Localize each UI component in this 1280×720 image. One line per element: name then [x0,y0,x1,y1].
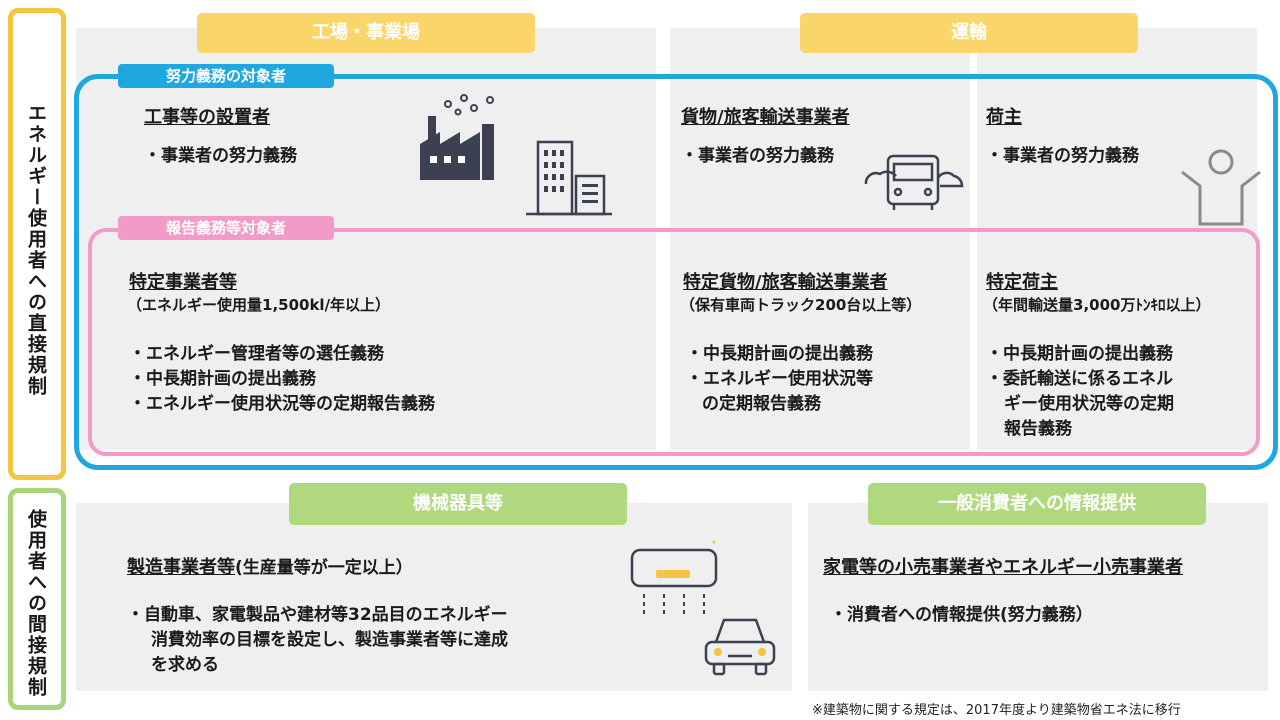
report-obligation-tag: 報告義務等対象者 [118,216,334,240]
person-icon [1181,149,1261,226]
shipper-report-bullet-1: ・中長期計画の提出義務 [986,344,1173,364]
carrier-effort-title: 貨物/旅客輸送事業者 [681,107,850,128]
factory-icon [420,94,494,180]
carrier-report-sub: （保有車両トラック200台以上等） [680,296,922,314]
effort-obligation-tag: 努力義務の対象者 [118,64,334,88]
header-equipment: 機械器具等 [289,483,627,525]
direct-regulation-panel: エネルギー使用者への直接規制 [8,8,66,480]
factory-report-bullet-1: ・エネルギー管理者等の選任義務 [129,344,384,364]
shipper-effort-bullet: ・事業者の努力義務 [986,146,1139,166]
equipment-bullet-3: を求める [151,655,219,675]
header-transport: 運輸 [800,13,1138,53]
consumer-bullet: ・消費者への情報提供(努力義務） [830,605,1093,625]
truck-icon [864,154,964,210]
shipper-effort-title: 荷主 [986,107,1022,128]
factory-report-sub: （エネルギー使用量1,500kl/年以上） [127,296,391,314]
effort-obligation-box [74,74,1278,470]
factory-report-bullet-3: ・エネルギー使用状況等の定期報告義務 [129,394,435,414]
shipper-report-sub: （年間輸送量3,000万ﾄﾝｷﾛ以上） [983,296,1211,314]
factory-report-bullet-2: ・中長期計画の提出義務 [129,369,316,389]
equipment-title: 製造事業者等 [127,557,235,578]
header-consumer-info: 一般消費者への情報提供 [868,483,1206,525]
carrier-report-title: 特定貨物/旅客輸送事業者 [683,272,888,293]
building-icon [526,140,612,216]
equipment-bullet-2: 消費効率の目標を設定し、製造事業者等に達成 [151,630,508,650]
indirect-regulation-label: 使用者への間接規制 [25,509,47,698]
equipment-panel [76,503,792,691]
shipper-report-title: 特定荷主 [986,272,1058,293]
equipment-bullet-1: ・自動車、家電製品や建材等32品目のエネルギー [127,605,508,625]
consumer-panel [808,503,1268,691]
equipment-title-line: 製造事業者等(生産量等が一定以上） [127,553,413,579]
consumer-title: 家電等の小売事業者やエネルギー小売事業者 [823,557,1183,578]
carrier-effort-bullet: ・事業者の努力義務 [681,146,834,166]
factory-report-title: 特定事業者等 [129,272,237,293]
report-obligation-box [88,228,1260,456]
carrier-panel [670,28,970,450]
factory-effort-title: 工事等の設置者 [144,107,270,128]
equipment-title-suffix: (生産量等が一定以上） [235,558,413,578]
header-factory: 工場・事業場 [197,13,535,53]
shipper-report-bullet-4: 報告義務 [1004,419,1072,439]
carrier-report-bullet-1: ・中長期計画の提出義務 [686,344,873,364]
shipper-report-bullet-3: ギー使用状況等の定期 [1004,394,1174,414]
direct-regulation-label: エネルギー使用者への直接規制 [25,103,47,397]
shipper-report-bullet-2: ・委託輸送に係るエネル [986,369,1173,389]
factory-effort-bullet: ・事業者の努力義務 [144,146,297,166]
footnote: ※建築物に関する規定は、2017年度より建築物省エネ法に移行 [812,703,1181,718]
car-icon [704,618,776,676]
indirect-regulation-panel: 使用者への間接規制 [8,488,66,710]
carrier-report-bullet-2: ・エネルギー使用状況等 [686,369,873,389]
air-conditioner-icon [630,540,718,618]
carrier-report-bullet-3: の定期報告義務 [702,394,821,414]
shipper-panel [977,28,1257,450]
